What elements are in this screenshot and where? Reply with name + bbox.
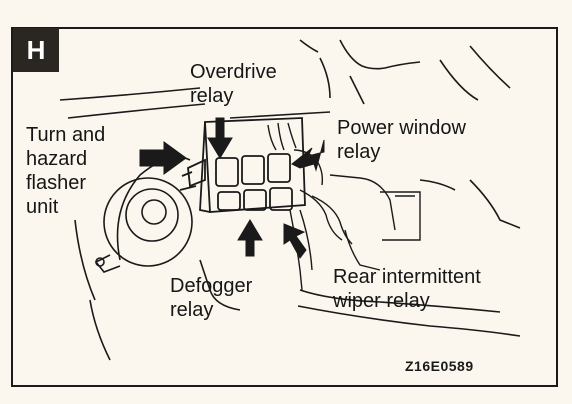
label-overdrive-relay: Overdrive relay: [190, 60, 277, 108]
label-turn-hazard-line-2: hazard: [26, 148, 88, 170]
label-rear-wiper-line-2: wiper relay: [333, 290, 430, 312]
label-turn-hazard-line-4: unit: [26, 196, 59, 218]
overdrive-arrow: [207, 117, 233, 159]
label-power-window-line-2: relay: [337, 141, 381, 163]
label-overdrive-line-1: Overdrive: [190, 61, 277, 83]
label-defogger-relay: Defogger relay: [170, 274, 252, 322]
callout-arrows: [139, 117, 325, 259]
label-defogger-line-2: relay: [170, 299, 214, 321]
label-rear-wiper-line-1: Rear intermittent: [333, 266, 481, 288]
flasher-unit-drawing: [94, 156, 193, 273]
dashboard-outline: [59, 39, 521, 361]
relay-box-drawing: [179, 117, 306, 213]
label-power-window-line-1: Power window: [337, 117, 466, 139]
flasher-arrow: [139, 141, 187, 175]
frame-border: [11, 27, 558, 387]
label-overdrive-line-2: relay: [190, 85, 234, 107]
power-window-arrow: [291, 139, 325, 172]
label-turn-hazard-flasher: Turn and hazard flasher unit: [26, 123, 105, 219]
figure-code: Z16E0589: [405, 358, 474, 374]
label-power-window-relay: Power window relay: [337, 116, 466, 164]
label-turn-hazard-line-3: flasher: [26, 172, 87, 194]
rear-wiper-arrow: [283, 223, 307, 259]
label-rear-wiper-relay: Rear intermittent wiper relay: [333, 265, 481, 313]
label-defogger-line-1: Defogger: [170, 275, 253, 297]
defogger-arrow: [237, 219, 263, 257]
label-turn-hazard-line-1: Turn and: [26, 124, 106, 146]
panel-letter-badge: H: [13, 28, 59, 72]
